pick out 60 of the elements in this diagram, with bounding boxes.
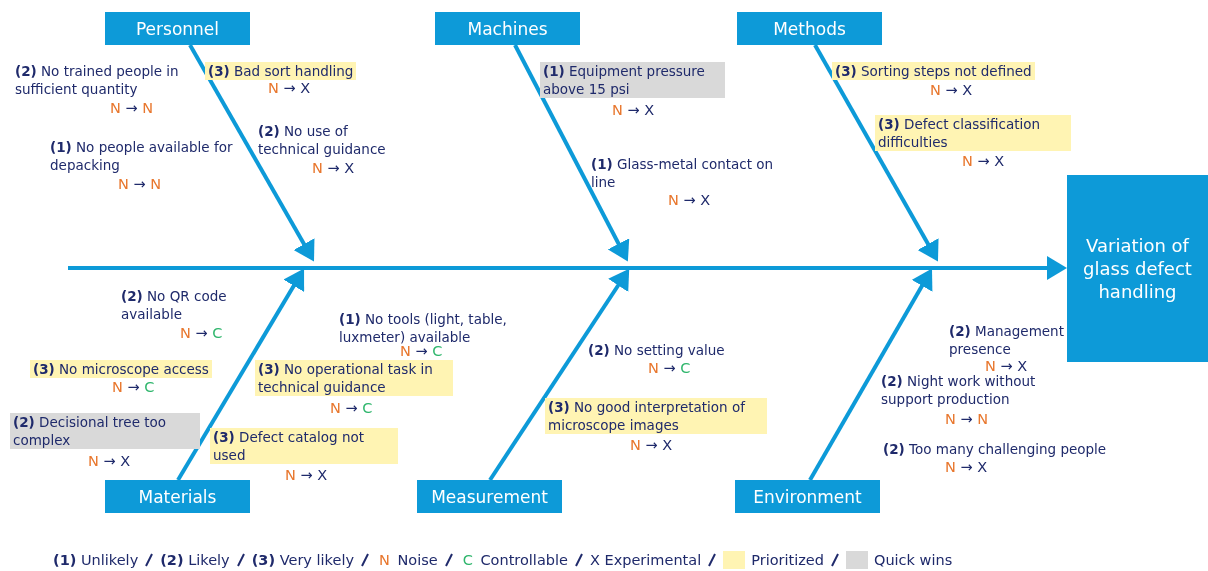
- cause-rating: N → X: [945, 459, 988, 475]
- cause-rating: N → X: [985, 358, 1028, 374]
- cause-text: (2) No setting value: [587, 341, 726, 359]
- cause-rating: N → X: [962, 153, 1005, 169]
- legend-label: N Noise: [378, 552, 438, 568]
- cause-rating: N → X: [630, 437, 673, 453]
- cause-text: (3) No microscope access: [30, 360, 212, 378]
- cause-text: (3) Sorting steps not defined: [832, 62, 1035, 80]
- bone-arrow: [176, 268, 305, 482]
- legend-label: C Controllable: [461, 552, 568, 568]
- cause-text: (3) No operational task in technical guidance: [255, 360, 453, 396]
- cause-rating: N → C: [180, 325, 223, 341]
- legend-label: X Experimental: [589, 552, 702, 568]
- cause-text: (1) Glass-metal contact on line: [590, 155, 775, 191]
- cause-text: (3) No good interpretation of microscope images: [545, 398, 767, 434]
- cause-text: (3) Bad sort handling: [205, 62, 357, 80]
- cause-rating: N → C: [330, 400, 373, 416]
- cause-text: (2) Management presence: [948, 322, 1065, 358]
- cause-text: (2) No trained people in sufficient quantity: [14, 62, 180, 98]
- cause-rating: N → X: [312, 160, 355, 176]
- cause-rating: N → C: [648, 360, 691, 376]
- legend-label: (2) Likely: [160, 552, 230, 568]
- cause-rating: N → X: [668, 192, 711, 208]
- cause-text: (2) Too many challenging people: [882, 440, 1108, 458]
- cause-text: (3) Defect catalog not used: [210, 428, 398, 464]
- cause-rating: N → C: [400, 343, 443, 359]
- cause-text: (1) No tools (light, table, luxmeter) available: [338, 310, 508, 346]
- cause-rating: N → X: [88, 453, 131, 469]
- cause-text: (2) No QR code available: [120, 287, 228, 323]
- cause-rating: N → X: [612, 102, 655, 118]
- cause-rating: N → X: [285, 467, 328, 483]
- bone-arrow: [513, 44, 630, 262]
- cause-rating: N → N: [945, 411, 989, 427]
- bone-arrow: [813, 44, 939, 262]
- legend-label: (1) Unlikely: [53, 552, 139, 568]
- legend-label: (3) Very likely: [251, 552, 354, 568]
- cause-rating: N → N: [118, 176, 162, 192]
- cause-text: (2) Decisional tree too complex: [10, 413, 200, 449]
- bone-arrow: [808, 268, 933, 481]
- cause-rating: N → X: [930, 82, 973, 98]
- cause-rating: N → C: [112, 379, 155, 395]
- cause-rating: N → N: [110, 100, 154, 116]
- category-box: Materials: [105, 480, 250, 513]
- legend-label: Quick wins: [874, 552, 953, 568]
- cause-text: (1) Equipment pressure above 15 psi: [540, 62, 725, 98]
- category-box: Measurement: [417, 480, 562, 513]
- spine-arrow: [68, 256, 1067, 280]
- cause-text: (2) Night work without support production: [880, 372, 1037, 408]
- category-box: Personnel: [105, 12, 250, 45]
- cause-rating: N → X: [268, 80, 311, 96]
- legend-label: Prioritized: [751, 552, 824, 568]
- cause-text: (2) No use of technical guidance: [257, 122, 387, 158]
- bone-arrow: [488, 268, 630, 482]
- category-box: Methods: [737, 12, 882, 45]
- effect-box: Variation of glass defect handling: [1067, 175, 1208, 362]
- cause-text: (3) Defect classification difficulties: [875, 115, 1071, 151]
- category-box: Machines: [435, 12, 580, 45]
- cause-text: (1) No people available for depacking: [49, 138, 234, 174]
- category-box: Environment: [735, 480, 880, 513]
- bone-arrow: [188, 44, 315, 262]
